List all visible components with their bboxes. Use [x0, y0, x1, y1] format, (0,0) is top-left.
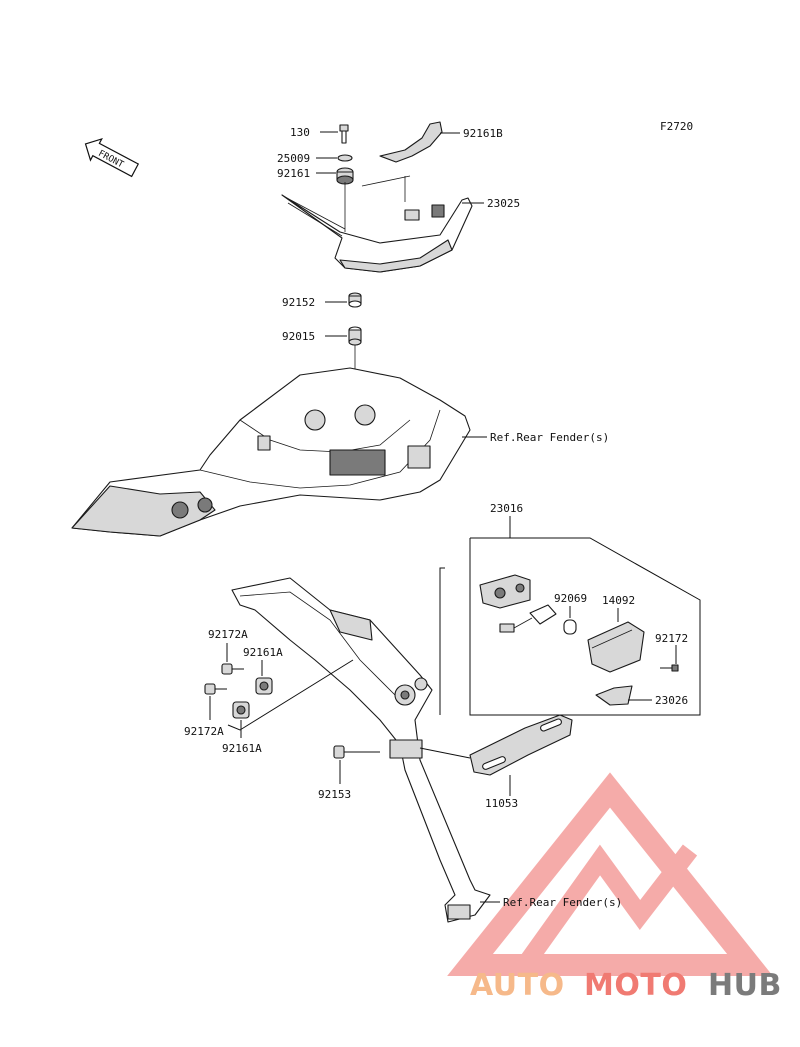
label-14092: 14092: [602, 594, 635, 607]
tail-light-23025-icon: [281, 175, 473, 273]
watermark-part-moto: MOTO: [584, 968, 687, 1003]
label-92152: 92152: [282, 296, 315, 309]
label-92161a-top: 92161A: [243, 646, 283, 659]
label-23016: 23016: [490, 502, 523, 515]
screw-92172a-top-icon: [221, 663, 244, 675]
label-ref-rear-fender-bottom: Ref.Rear Fender(s): [503, 896, 622, 909]
label-92161a-bottom: 92161A: [222, 742, 262, 755]
rear-fender-top-icon: [71, 367, 471, 537]
label-23026: 23026: [655, 694, 688, 707]
label-130: 130: [290, 126, 310, 139]
grommet-92161a-bottom-icon: [232, 701, 250, 719]
watermark-logo-mark: [447, 772, 773, 976]
label-92172a-top: 92172A: [208, 628, 248, 641]
label-25009: 25009: [277, 152, 310, 165]
label-23025: 23025: [487, 197, 520, 210]
nut-92152-icon: [348, 292, 362, 308]
bulb-92069-icon: [563, 619, 577, 635]
screw-92172a-bottom-icon: [204, 683, 227, 695]
label-92172: 92172: [655, 632, 688, 645]
lens-14092-icon: [587, 621, 645, 673]
label-ref-rear-fender-top: Ref.Rear Fender(s): [490, 431, 609, 444]
grommet-92161a-top-icon: [255, 677, 273, 695]
label-92161: 92161: [277, 167, 310, 180]
label-92172a-bottom: 92172A: [184, 725, 224, 738]
socket-icon: [499, 604, 557, 633]
bracket-92161b-icon: [379, 121, 443, 163]
label-92015: 92015: [282, 330, 315, 343]
watermark-part-auto: AUTO: [470, 968, 565, 1003]
collar-92015-icon: [348, 326, 362, 346]
bolt-130-icon: [339, 124, 349, 144]
watermark-text: AUTO MOTO HUB: [470, 968, 782, 1003]
figure-code: F2720: [660, 120, 693, 133]
bracket-11053-icon: [469, 714, 573, 776]
grommet-92161-icon: [336, 167, 354, 185]
label-92161b: 92161B: [463, 127, 503, 140]
screw-92172-icon: [660, 664, 679, 672]
watermark-part-hub: HUB: [708, 968, 782, 1003]
screw-92153-icon: [333, 745, 380, 759]
washer-25009-icon: [337, 154, 353, 162]
front-arrow-icon: FRONT: [84, 137, 140, 178]
gasket-23026-icon: [595, 685, 633, 706]
license-light-base-icon: [479, 574, 531, 609]
label-11053: 11053: [485, 797, 518, 810]
label-92069: 92069: [554, 592, 587, 605]
label-92153: 92153: [318, 788, 351, 801]
license-plate-stay-icon: [231, 577, 491, 923]
